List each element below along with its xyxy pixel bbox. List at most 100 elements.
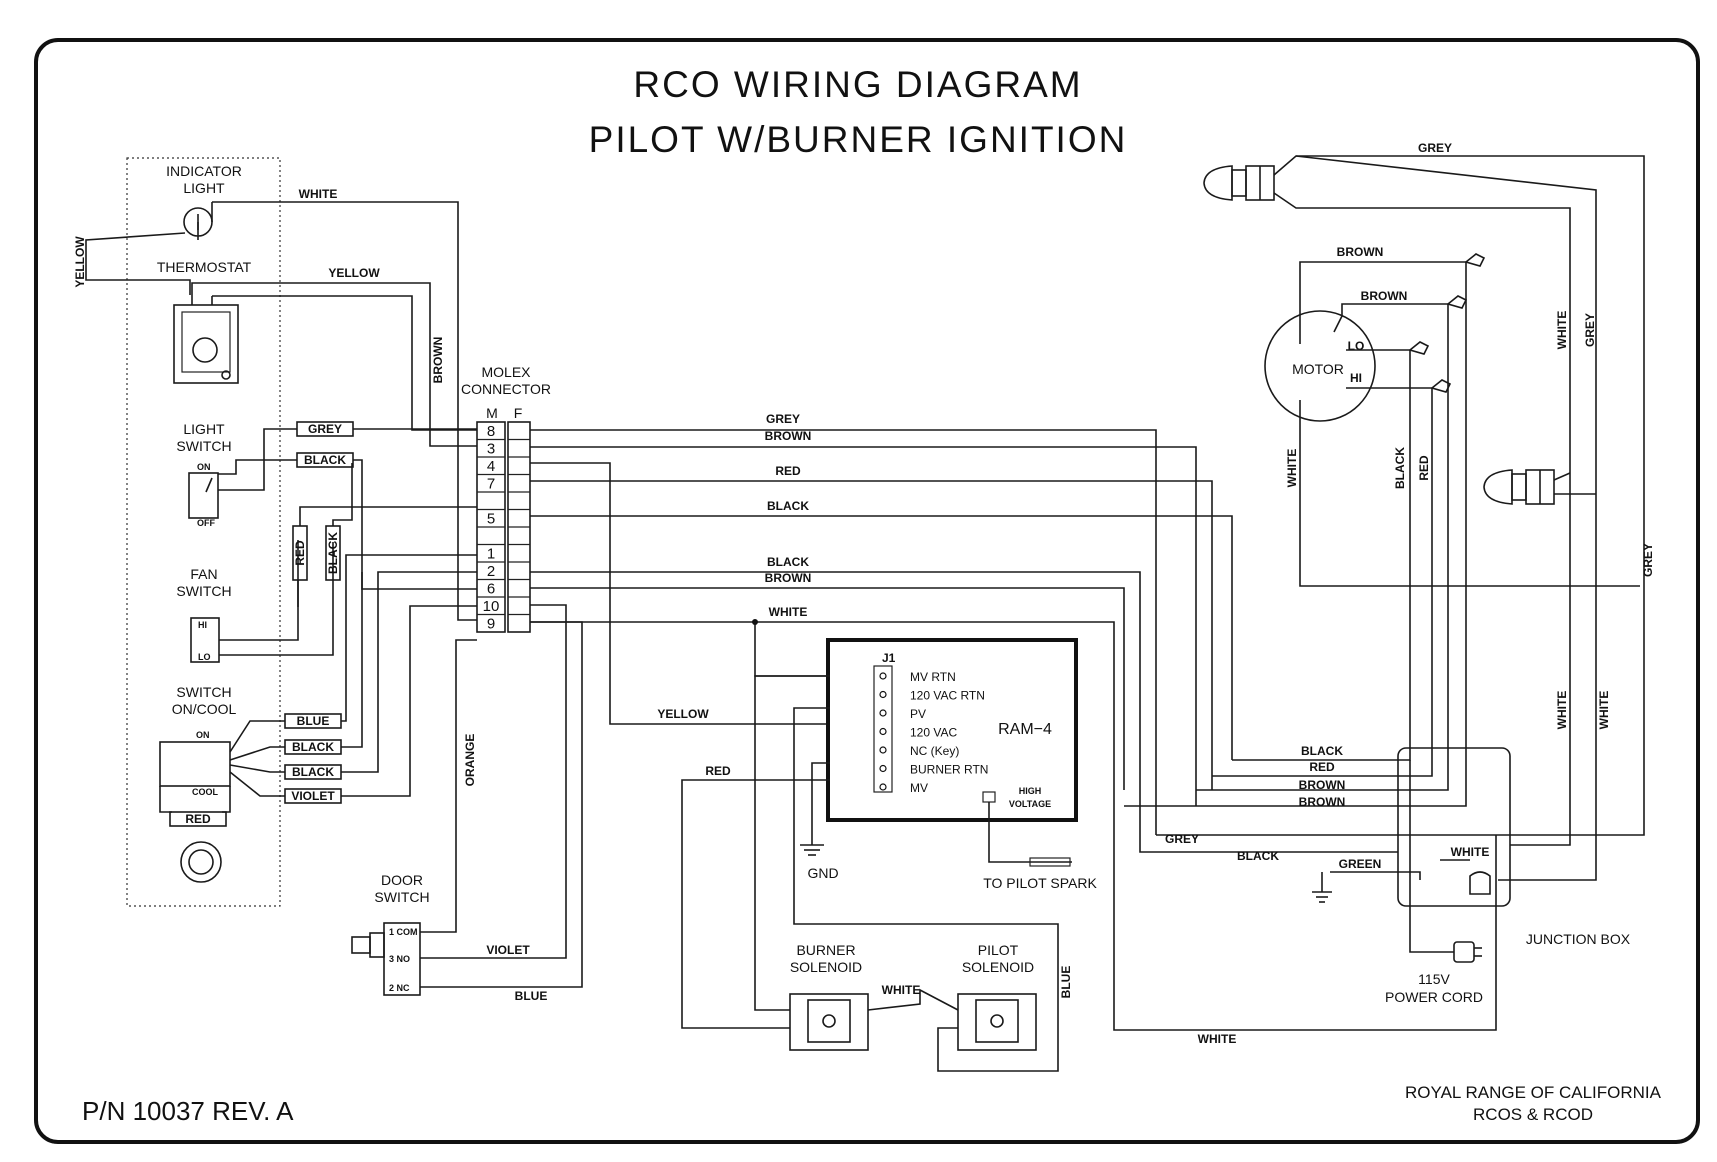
- indicator-light-label-1: INDICATOR: [166, 163, 242, 179]
- fan-switch-lo: LO: [198, 652, 211, 662]
- on-cool-switch-icon: [159, 741, 231, 787]
- pilot-label-1: PILOT: [978, 942, 1019, 958]
- gnd-label: GND: [807, 865, 838, 881]
- wire-label-blue-vert: BLUE: [1059, 966, 1073, 999]
- model-names: RCOS & RCOD: [1473, 1105, 1593, 1124]
- wire-label-white-top: WHITE: [299, 187, 338, 201]
- door-nc: 2 NC: [389, 983, 410, 993]
- thermostat-label: THERMOSTAT: [157, 259, 252, 275]
- ram4-pin-terminal: [879, 727, 887, 736]
- ram4-pin-label: PV: [910, 707, 926, 721]
- wire-box-blue: BLUE: [297, 714, 330, 728]
- ram4-pin-label: 120 VAC RTN: [910, 689, 985, 703]
- ram4-module: J1 MV RTN 120 VAC RTN PV 120 VAC NC (Key) BUR…: [826, 638, 1078, 822]
- ram4-pin-label: MV RTN: [910, 670, 956, 684]
- part-number: P/N 10037 REV. A: [82, 1096, 294, 1126]
- wire-nuts: [1408, 253, 1486, 393]
- ram4-pin-terminal: [879, 672, 887, 680]
- wire-label-brown-top1: BROWN: [1337, 245, 1384, 259]
- molex-pin-7: 7: [487, 476, 495, 493]
- molex-label-1: MOLEX: [481, 364, 531, 380]
- ram4-pin-label: NC (Key): [910, 744, 959, 758]
- lamp-top: [1203, 165, 1275, 201]
- wire-label-grey-vert-far: GREY: [1641, 543, 1655, 577]
- wire-box-black1: BLACK: [304, 453, 346, 467]
- on-cool-cool: COOL: [192, 787, 219, 797]
- molex-pin-5: 5: [487, 511, 495, 528]
- wire-box-black2: BLACK: [292, 740, 334, 754]
- motor-hi: HI: [1350, 371, 1362, 385]
- molex-pin-9: 9: [487, 616, 495, 633]
- wire-label-white-bottom: WHITE: [1198, 1032, 1237, 1046]
- switch-on-cool: SWITCH ON/COOL ON COOL RED: [159, 684, 236, 883]
- wire-label-grey-top-right: GREY: [1418, 141, 1452, 155]
- thermostat-icon: [173, 304, 239, 384]
- wire-label-red-mid: RED: [705, 764, 731, 778]
- molex-header-f: F: [514, 405, 523, 421]
- bus-label-brown: BROWN: [765, 429, 812, 443]
- control-panel-outline: [126, 157, 281, 907]
- fan-switch-hi: HI: [198, 620, 207, 630]
- ram4-j1: J1: [882, 651, 896, 665]
- power-cord-label-1: 115V: [1418, 971, 1450, 987]
- wire-box-black-vertical: BLACK: [326, 532, 340, 574]
- molex-pin-10: 10: [483, 598, 500, 615]
- ram4-pin-terminal: [879, 690, 887, 699]
- motor-lo: LO: [1348, 339, 1365, 353]
- jb-label-red: RED: [1309, 760, 1335, 774]
- ram4-label: RAM−4: [998, 721, 1052, 738]
- wire-label-yellow-left: YELLOW: [73, 236, 87, 288]
- light-switch-icon: [188, 472, 219, 519]
- wire-label-brown-vert: BROWN: [431, 337, 445, 384]
- light-switch-on: ON: [197, 462, 211, 472]
- wire-label-orange: ORANGE: [463, 734, 477, 787]
- wire-box-grey: GREY: [308, 422, 342, 436]
- door-switch-icon: [383, 922, 421, 996]
- ram4-pin-label: BURNER RTN: [910, 763, 988, 777]
- wire-label-white-vert-b: WHITE: [1597, 691, 1611, 730]
- light-switch-label-1: LIGHT: [183, 421, 225, 437]
- light-switch-label-2: SWITCH: [176, 438, 231, 454]
- wire-label-white-solenoid: WHITE: [882, 983, 921, 997]
- page-border: [34, 38, 1700, 1144]
- wire-label-brown-top2: BROWN: [1361, 289, 1408, 303]
- wire-label-red-vert-motor: RED: [1417, 455, 1431, 481]
- wire-box-red-vertical: RED: [293, 540, 307, 566]
- junction-box: JUNCTION BOX: [1397, 747, 1631, 947]
- jb-label-grey: GREY: [1165, 832, 1199, 846]
- molex-pin-6: 6: [487, 581, 495, 598]
- wire-label-white-vert-right: WHITE: [1555, 311, 1569, 350]
- ram4-pin-label: 120 VAC: [910, 726, 957, 740]
- jb-label-brown2: BROWN: [1299, 795, 1346, 809]
- burner-label-2: SOLENOID: [790, 959, 862, 975]
- lamp-right: [1483, 469, 1555, 505]
- high-voltage-label-1: HIGH: [1019, 786, 1042, 796]
- molex-pin-3: 3: [487, 441, 495, 458]
- ram4-pin-terminal: [879, 764, 887, 773]
- wire-box-violet: VIOLET: [291, 789, 335, 803]
- bus-label-red: RED: [775, 464, 801, 478]
- light-switch-off: OFF: [197, 518, 215, 528]
- wire-label-yellow-top: YELLOW: [328, 266, 380, 280]
- pilot-solenoid-icon: [957, 993, 1037, 1051]
- bus-label-white: WHITE: [769, 605, 808, 619]
- high-voltage-label-2: VOLTAGE: [1009, 799, 1051, 809]
- motor-label: MOTOR: [1292, 361, 1344, 377]
- ram4-pin-label: MV: [910, 781, 928, 795]
- company-name: ROYAL RANGE OF CALIFORNIA: [1405, 1083, 1662, 1102]
- bus-label-brown2: BROWN: [765, 571, 812, 585]
- power-cord: 115V POWER CORD: [1385, 941, 1483, 1005]
- molex-pin-1: 1: [487, 546, 495, 563]
- molex-pin-8: 8: [487, 423, 495, 440]
- light-switch: LIGHT SWITCH ON OFF: [176, 421, 231, 528]
- molex-pin-4: 4: [487, 458, 495, 475]
- pilot-label-2: SOLENOID: [962, 959, 1034, 975]
- door-no: 3 NO: [389, 954, 410, 964]
- power-cord-label-2: POWER CORD: [1385, 989, 1483, 1005]
- motor-icon: [1264, 310, 1376, 422]
- door-switch-label-1: DOOR: [381, 872, 423, 888]
- wire-label-yellow-mid: YELLOW: [657, 707, 709, 721]
- door-com: 1 COM: [389, 927, 418, 937]
